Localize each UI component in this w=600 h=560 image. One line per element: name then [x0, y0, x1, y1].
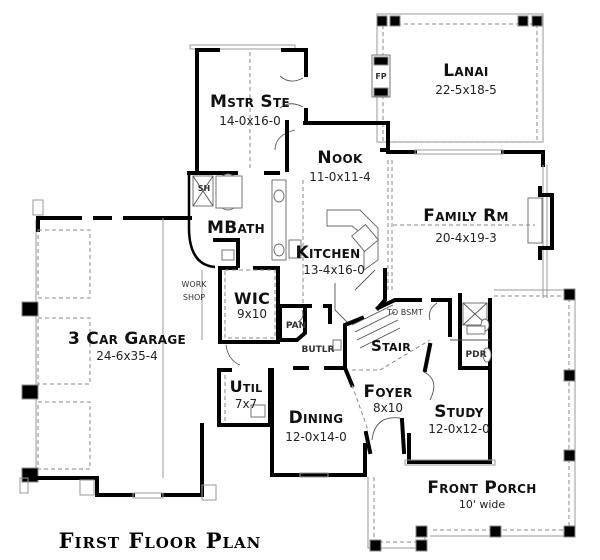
wic-label: WIC [234, 289, 270, 308]
nook-family-walls [303, 121, 554, 298]
garage-dims: 24-6x35-4 [96, 349, 158, 363]
family-rm-label: Family Rm [423, 206, 508, 226]
room-labels: Mstr Ste 14-0x16-0 Lanai 22-5x18-5 Nook … [68, 61, 536, 511]
to-basement-label: TO BSMT [386, 308, 423, 317]
small-labels: FP SH WORK SHOP PAN BUTLR TO BSMT PDR [181, 72, 486, 360]
mstr-ste-dims: 14-0x16-0 [219, 114, 281, 128]
lanai-label: Lanai [443, 61, 488, 81]
lanai-dims: 22-5x18-5 [435, 83, 497, 97]
util-label: Util [230, 377, 263, 396]
work-shop-label-line2: SHOP [183, 293, 205, 302]
dining-label: Dining [289, 408, 344, 428]
foyer-dims: 8x10 [373, 401, 403, 415]
stair-foyer-walls [342, 298, 438, 455]
foyer-label: Foyer [363, 382, 412, 402]
study-dims: 12-0x12-0 [428, 422, 490, 436]
butler-pantry-label: BUTLR [302, 345, 335, 355]
mstr-ste-label: Mstr Ste [210, 92, 290, 112]
garage-label: 3 Car Garage [68, 329, 186, 349]
kitchen-dims: 13-4x16-0 [303, 263, 365, 277]
mbath-walls [187, 120, 289, 269]
master-suite-walls [189, 44, 308, 172]
nook-label: Nook [317, 148, 363, 168]
kitchen-label: Kitchen [295, 243, 360, 263]
front-porch-label: Front Porch [427, 478, 536, 498]
powder-room-label: PDR [466, 350, 487, 360]
util-dims: 7x7 [235, 397, 257, 411]
plan-title: First Floor Plan [59, 528, 262, 553]
mbath-label: MBath [207, 218, 265, 238]
nook-dims: 11-0x11-4 [309, 170, 371, 184]
front-porch-structure [367, 288, 576, 552]
front-porch-dims: 10' wide [459, 498, 506, 511]
wic-dims: 9x10 [237, 307, 267, 321]
stair-label: Stair [371, 337, 411, 355]
garage-walls [19, 199, 217, 501]
lanai-structure [371, 13, 544, 143]
sh-label: SH [198, 184, 210, 193]
study-label: Study [434, 402, 483, 422]
family-rm-dims: 20-4x19-3 [435, 231, 497, 245]
dining-dims: 12-0x14-0 [285, 430, 347, 444]
study-pdr-walls [404, 293, 496, 466]
work-shop-label-line1: WORK [181, 280, 207, 289]
pantry-label: PAN [286, 321, 306, 331]
fp-label: FP [375, 72, 386, 81]
dining-walls [270, 368, 367, 478]
